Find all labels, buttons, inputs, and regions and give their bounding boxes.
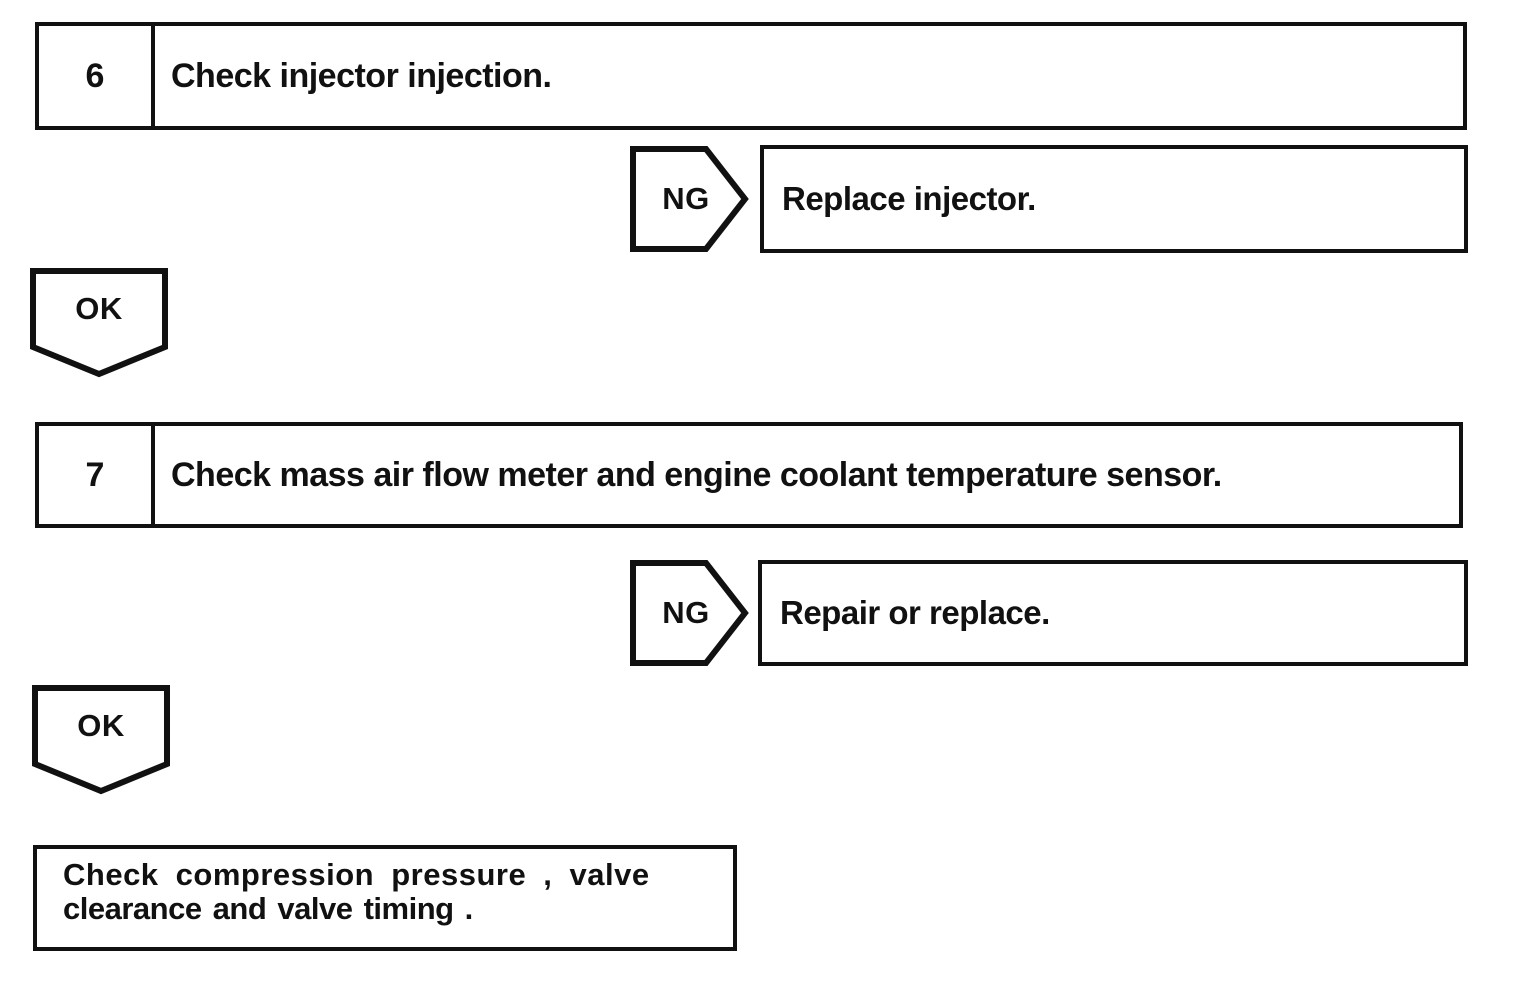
ng-right-arrow-icon xyxy=(630,560,749,666)
ok-down-arrow-icon xyxy=(32,685,170,795)
terminal-text-line2: clearance and valve timing . xyxy=(63,891,473,926)
ok-down-arrow-shape: OK xyxy=(32,685,170,795)
step-7-box: 7 Check mass air flow meter and engine c… xyxy=(35,422,1463,528)
ng-right-arrow-shape: NG xyxy=(630,560,749,666)
ng-label: NG xyxy=(662,181,710,216)
ok-down-arrow-shape: OK xyxy=(30,268,168,378)
ng-action-text: Repair or replace. xyxy=(780,594,1050,631)
step-6-box: 6 Check injector injection. xyxy=(35,22,1467,130)
ok-down-arrow-icon xyxy=(30,268,168,378)
ng-action-box-replace-injector: Replace injector. xyxy=(760,145,1468,253)
ng-right-arrow-shape: NG xyxy=(630,146,749,252)
terminal-text-line1: Check compression pressure , valve xyxy=(63,857,650,892)
ok-label: OK xyxy=(77,708,125,743)
step-7-number: 7 xyxy=(39,426,155,524)
ng-action-box-repair-or-replace: Repair or replace. xyxy=(758,560,1468,666)
step-6-instruction: Check injector injection. xyxy=(171,56,552,95)
ng-label: NG xyxy=(662,595,710,630)
step-6-number: 6 xyxy=(39,26,155,126)
ok-label: OK xyxy=(75,291,123,326)
ng-action-text: Replace injector. xyxy=(782,180,1036,217)
terminal-action-box: Check compression pressure , valve clear… xyxy=(33,845,737,951)
step-7-instruction: Check mass air flow meter and engine coo… xyxy=(171,455,1222,494)
ng-right-arrow-icon xyxy=(630,146,749,252)
